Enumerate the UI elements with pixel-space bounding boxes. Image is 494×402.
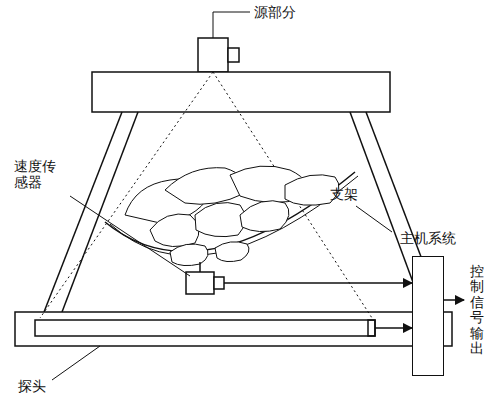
leader-line	[70, 196, 190, 276]
source-knob	[228, 48, 239, 62]
node-title: 主机系统	[398, 230, 458, 248]
sensor-label: 速度传感器	[14, 158, 57, 190]
output-arrow	[444, 299, 464, 301]
top-beam	[92, 72, 390, 112]
signal-wire	[224, 282, 412, 284]
support-label: 支架	[330, 186, 358, 202]
support-leg	[44, 112, 122, 312]
sensor-knob	[214, 277, 224, 289]
probe-label: 探头	[18, 378, 46, 394]
leader-line	[356, 206, 392, 232]
sensor-mount	[199, 262, 201, 272]
leader-line	[52, 346, 100, 380]
host-frame	[412, 256, 444, 376]
probe-bar	[35, 320, 375, 336]
base	[15, 312, 452, 346]
source-label: 源部分	[254, 4, 296, 20]
source-unit	[198, 38, 228, 72]
host-system-box: 主机系统	[398, 230, 458, 376]
probe-end	[368, 320, 375, 336]
leader-line	[213, 12, 250, 38]
speed-sensor	[186, 272, 214, 294]
meat-pieces	[125, 166, 339, 266]
output-label: 控制信号输出	[470, 264, 484, 356]
signal-wire	[375, 327, 412, 329]
